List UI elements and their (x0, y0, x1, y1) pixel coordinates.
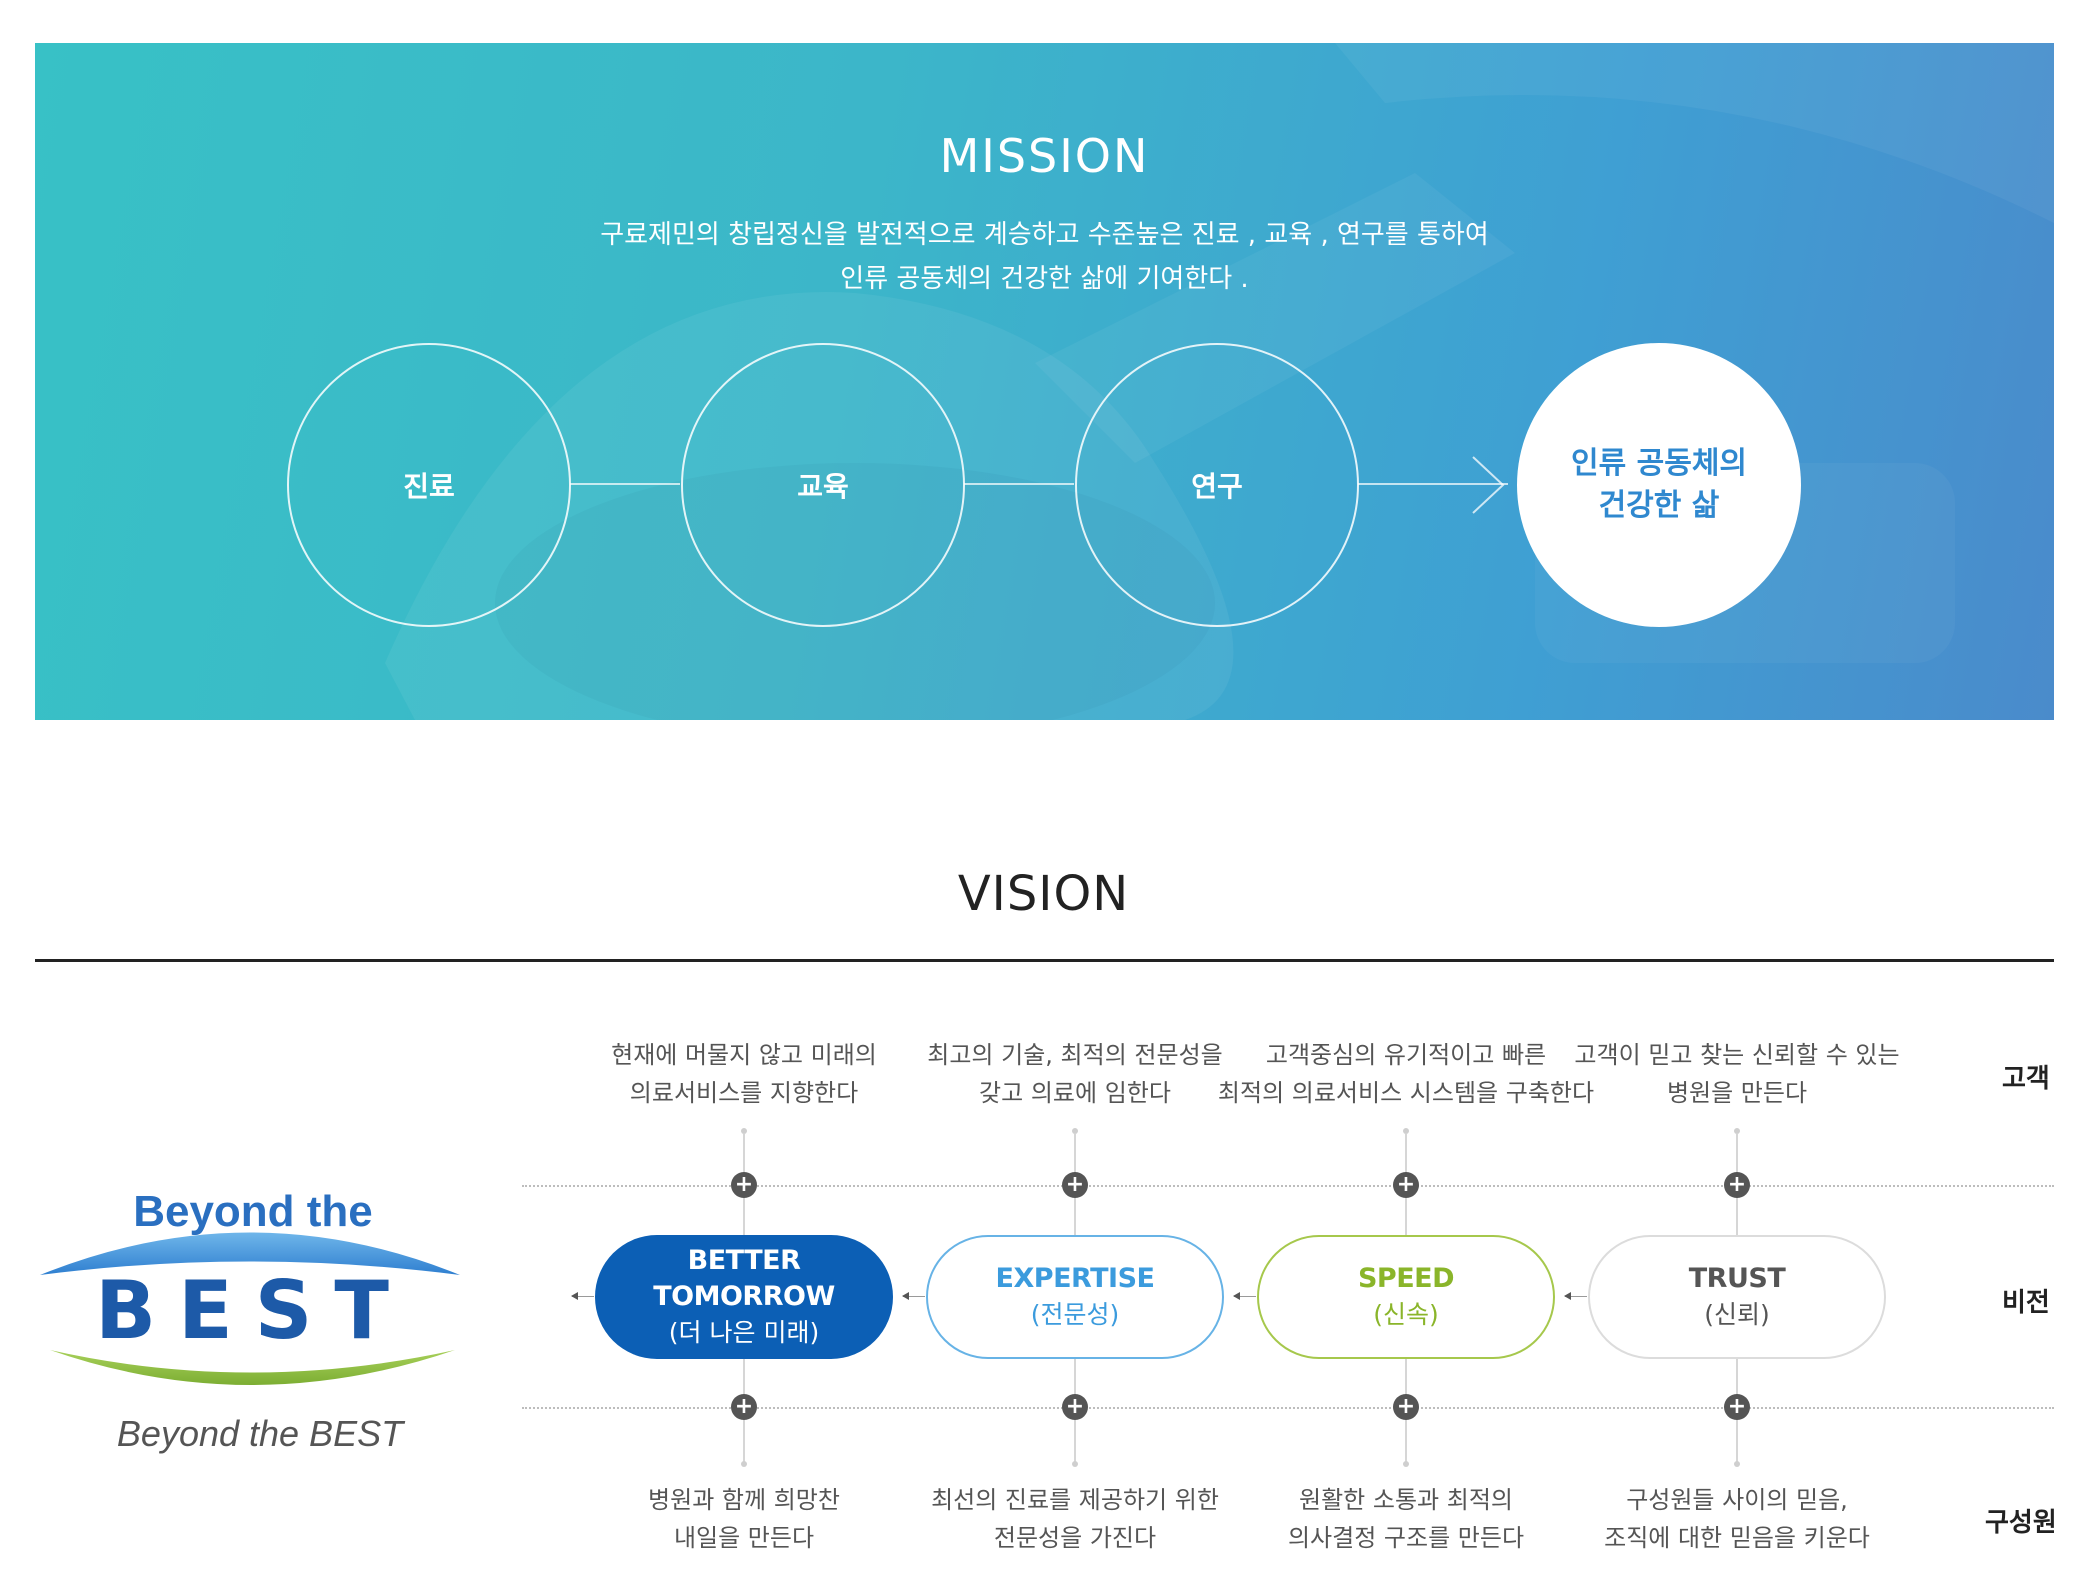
arrow-left-icon (1233, 1292, 1256, 1300)
plus-icon: + (1393, 1172, 1419, 1198)
text-line: 최고의 기술, 최적의 전문성을 (927, 1041, 1223, 1069)
customer-value-text: 최고의 기술, 최적의 전문성을 갖고 의료에 임한다 (895, 1036, 1255, 1112)
vision-divider (35, 959, 2054, 962)
connector-dot (741, 1461, 747, 1467)
plus-icon: + (1062, 1394, 1088, 1420)
text-line: 고객이 믿고 찾는 신뢰할 수 있는 (1574, 1041, 1900, 1069)
plus-icon: + (1062, 1172, 1088, 1198)
mission-goal-line1: 인류 공동체의 (1570, 446, 1748, 481)
pill-title: BETTER TOMORROW (653, 1245, 835, 1312)
plus-icon: + (1724, 1394, 1750, 1420)
mission-goal-circle: 인류 공동체의 건강한 삶 (1517, 343, 1801, 627)
text-line: 갖고 의료에 임한다 (979, 1079, 1171, 1107)
customer-value-text: 고객중심의 유기적이고 빠른 최적의 의료서비스 시스템을 구축한다 (1216, 1036, 1596, 1112)
text-line: 고객중심의 유기적이고 빠른 (1265, 1041, 1547, 1069)
arrow-left-icon (1564, 1292, 1587, 1300)
mission-circle-label: 연구 (1191, 470, 1243, 503)
connector-dot (1403, 1128, 1409, 1134)
vision-pill-better-tomorrow: BETTER TOMORROW (더 나은 미래) (595, 1235, 893, 1359)
vision-guide-line (522, 1185, 2054, 1187)
plus-icon: + (731, 1394, 757, 1420)
mission-circle-research: 연구 (1075, 343, 1359, 627)
mission-circle-treatment: 진료 (287, 343, 571, 627)
member-value-text: 최선의 진료를 제공하기 위한 전문성을 가진다 (895, 1481, 1255, 1557)
member-value-text: 원활한 소통과 최적의 의사결정 구조를 만든다 (1226, 1481, 1586, 1557)
connector-dot (1403, 1461, 1409, 1467)
customer-value-text: 현재에 머물지 않고 미래의 의료서비스를 지향한다 (564, 1036, 924, 1112)
text-line: 병원을 만든다 (1666, 1079, 1808, 1107)
mission-connector (1358, 483, 1508, 485)
text-line: 의료서비스를 지향한다 (629, 1079, 859, 1107)
pill-title: EXPERTISE (995, 1263, 1155, 1294)
mission-circle-label: 교육 (797, 470, 849, 503)
text-line: 원활한 소통과 최적의 (1299, 1486, 1513, 1514)
side-label-customer: 고객 (2002, 1064, 2050, 1094)
vision-pill-trust: TRUST (신뢰) (1588, 1235, 1886, 1359)
text-line: 의사결정 구조를 만든다 (1287, 1524, 1525, 1552)
connector-dot (1734, 1128, 1740, 1134)
pill-title: SPEED (1357, 1263, 1455, 1294)
logo-caption: Beyond the BEST (116, 1413, 404, 1454)
side-label-vision: 비전 (2002, 1288, 2050, 1318)
mission-connector (964, 483, 1074, 485)
mission-description-line1: 구료제민의 창립정신을 발전적으로 계승하고 수준높은 진료 , 교육 , 연구… (600, 220, 1489, 250)
text-line: 현재에 머물지 않고 미래의 (611, 1041, 877, 1069)
customer-value-text: 고객이 믿고 찾는 신뢰할 수 있는 병원을 만든다 (1557, 1036, 1917, 1112)
vision-pill-speed: SPEED (신속) (1257, 1235, 1555, 1359)
member-value-text: 구성원들 사이의 믿음, 조직에 대한 믿음을 키운다 (1557, 1481, 1917, 1557)
plus-icon: + (731, 1172, 757, 1198)
member-value-text: 병원과 함께 희망찬 내일을 만든다 (564, 1481, 924, 1557)
text-line: 조직에 대한 믿음을 키운다 (1604, 1524, 1870, 1552)
beyond-the-best-logo: Beyond the BEST (40, 1187, 460, 1385)
plus-icon: + (1724, 1172, 1750, 1198)
text-line: 최선의 진료를 제공하기 위한 (931, 1486, 1219, 1514)
text-line: 내일을 만든다 (673, 1524, 815, 1552)
pill-subtitle: (신뢰) (1704, 1300, 1770, 1329)
mission-goal-line2: 건강한 삶 (1598, 488, 1720, 523)
plus-icon: + (1393, 1394, 1419, 1420)
right-edge-mask (2054, 950, 2087, 1596)
svg-text:Beyond the: Beyond the (133, 1187, 373, 1236)
vision-title: VISION (957, 866, 1130, 922)
mission-description: 구료제민의 창립정신을 발전적으로 계승하고 수준높은 진료 , 교육 , 연구… (35, 213, 2054, 301)
connector-dot (1734, 1461, 1740, 1467)
arrow-left-icon (571, 1292, 594, 1300)
mission-connector (570, 483, 680, 485)
mission-description-line2: 인류 공동체의 건강한 삶에 기여한다 . (840, 264, 1249, 294)
pill-subtitle: (전문성) (1030, 1300, 1120, 1329)
vision-pill-expertise: EXPERTISE (전문성) (926, 1235, 1224, 1359)
mission-circle-education: 교육 (681, 343, 965, 627)
connector-dot (1072, 1128, 1078, 1134)
pill-subtitle: (신속) (1373, 1300, 1439, 1329)
svg-text:BEST: BEST (95, 1264, 411, 1357)
text-line: 최적의 의료서비스 시스템을 구축한다 (1217, 1079, 1595, 1107)
side-label-members: 구성원 (1985, 1508, 2057, 1538)
connector-dot (741, 1128, 747, 1134)
mission-arrow-icon (1472, 456, 1505, 514)
connector-dot (1072, 1461, 1078, 1467)
vision-guide-line (522, 1407, 2054, 1409)
mission-section: MISSION 구료제민의 창립정신을 발전적으로 계승하고 수준높은 진료 ,… (35, 43, 2054, 720)
pill-subtitle: (더 나은 미래) (668, 1318, 820, 1347)
arrow-left-icon (902, 1292, 925, 1300)
text-line: 구성원들 사이의 믿음, (1626, 1486, 1848, 1514)
pill-title: TRUST (1688, 1263, 1786, 1294)
text-line: 병원과 함께 희망찬 (648, 1486, 840, 1514)
text-line: 전문성을 가진다 (993, 1524, 1157, 1552)
mission-circle-label: 진료 (403, 470, 455, 503)
mission-title: MISSION (939, 129, 1150, 183)
